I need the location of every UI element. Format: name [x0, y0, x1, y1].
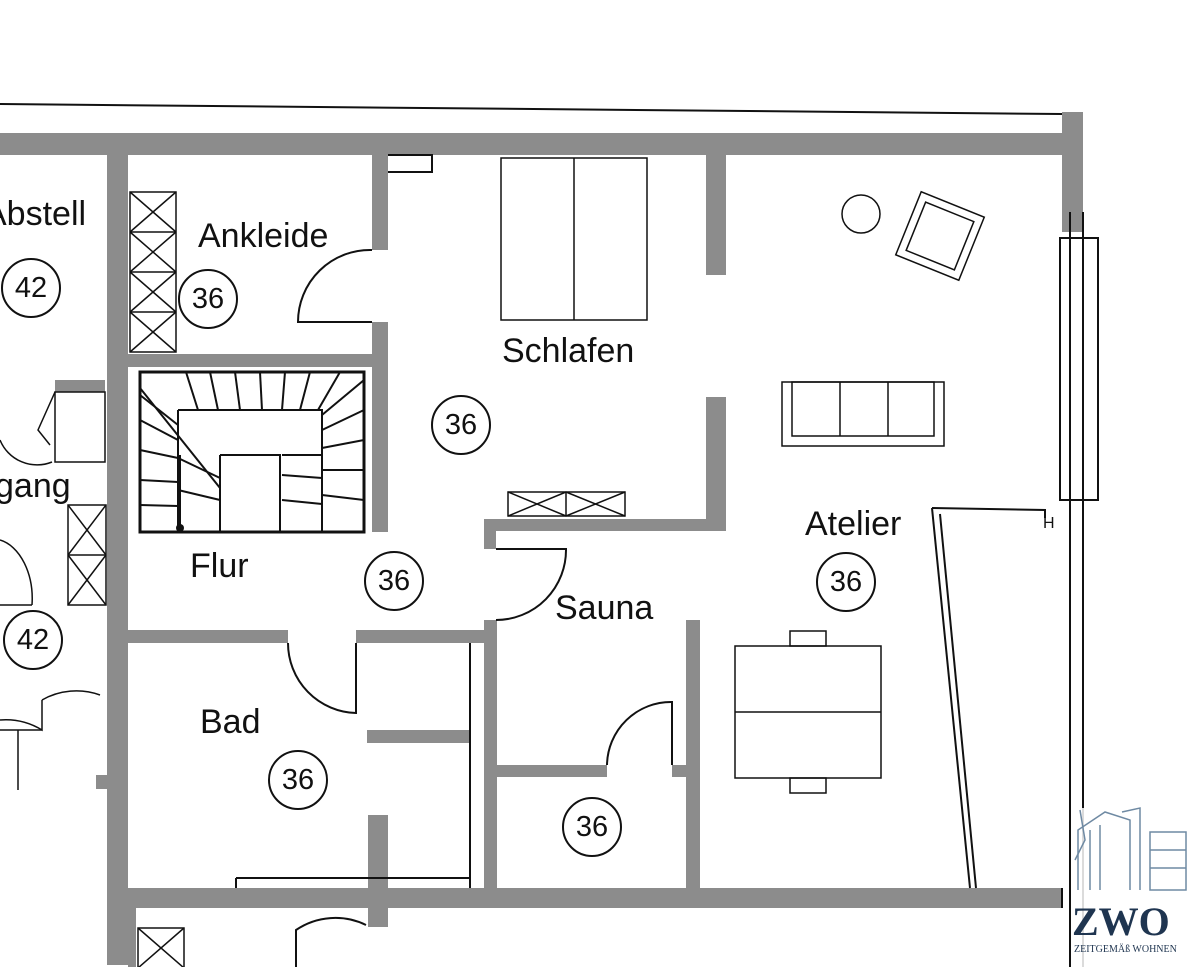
room-label-ankleide: Ankleide: [198, 217, 328, 255]
room-number-badge: 36: [562, 797, 622, 857]
logo-tagline: ZEITGEMÄß WOHNEN: [1074, 943, 1177, 955]
stair-start-dot: [176, 524, 184, 532]
outer-edge-line: [0, 103, 1063, 115]
room-label-atelier: Atelier: [805, 505, 901, 543]
room-label-schlafen: Schlafen: [502, 332, 634, 370]
room-label-eingang: gang: [0, 467, 71, 505]
svg-text:42: 42: [17, 624, 49, 656]
schlafen-cabinet: [507, 491, 626, 517]
room-label-abstell: Abstell: [0, 195, 86, 233]
svg-text:42: 42: [15, 272, 47, 304]
svg-text:36: 36: [576, 811, 608, 843]
side-table: [841, 194, 881, 234]
wall-marker: H: [1043, 515, 1055, 532]
svg-text:36: 36: [192, 283, 224, 315]
svg-text:36: 36: [445, 409, 477, 441]
staircase: [138, 370, 366, 534]
dining-table: [734, 630, 882, 794]
logo-mark: ZWO: [1072, 899, 1170, 944]
room-number-badge: 36: [178, 269, 238, 329]
room-number-badge: 36: [816, 552, 876, 612]
ankleide-shelves: [129, 191, 177, 353]
room-label-sauna: Sauna: [555, 589, 653, 627]
svg-text:36: 36: [282, 764, 314, 796]
left-side-details: [0, 391, 107, 790]
room-number-badge: 36: [268, 750, 328, 810]
sofa: [781, 381, 945, 447]
room-number-badge: 36: [431, 395, 491, 455]
room-number-badge: 36: [364, 551, 424, 611]
svg-text:36: 36: [830, 566, 862, 598]
walls: [0, 112, 1083, 967]
door-swings: [235, 154, 673, 967]
room-number-badge: 42: [1, 258, 61, 318]
atelier-slanted-wall: [931, 507, 1046, 889]
room-label-flur: Flur: [190, 547, 249, 585]
svg-text:36: 36: [378, 565, 410, 597]
room-label-bad: Bad: [200, 703, 261, 741]
bottom-shelf: [137, 927, 185, 967]
armchair: [894, 190, 986, 282]
room-number-badge: 42: [3, 610, 63, 670]
bed: [500, 157, 648, 321]
logo-building-graphic: [1074, 807, 1187, 891]
zwo-logo: ZWO ZEITGEMÄß WOHNEN: [1072, 807, 1200, 967]
